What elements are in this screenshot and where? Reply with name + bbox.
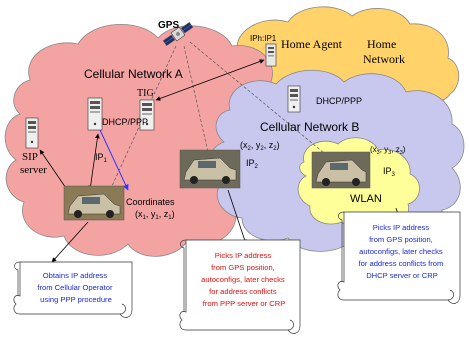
dhcp-server-a-icon [87, 97, 103, 131]
coordinates-b: (x2, y2, z2) [240, 140, 280, 152]
cellular-network-b-label: Cellular Network B [260, 120, 359, 134]
sip-server-icon [25, 117, 39, 149]
ipha-label: IPh:IP1 [250, 34, 277, 43]
home-network-label-line2: Network [363, 52, 405, 66]
note-right-line1: Picks IP address [373, 223, 430, 232]
car-b-to-middle-note-arrow [227, 189, 247, 245]
note-middle: Picks IP address from GPS position, auto… [179, 239, 301, 334]
svg-text:Picks IP address from GP: Picks IP address from GPS position, auto… [359, 223, 446, 280]
ip3-label: IP3 [383, 166, 396, 178]
cellular-network-a-label: Cellular Network A [84, 67, 183, 81]
car-c-image [311, 151, 371, 189]
note-left: Obtains IP address from Cellular Operato… [13, 261, 133, 318]
home-agent-server-icon [265, 43, 277, 67]
ip1-label: IP1 [95, 152, 108, 164]
car-a-image [63, 185, 125, 221]
dhcp-to-car-link [88, 133, 100, 191]
note-right-line4: for address conflicts from [359, 259, 444, 268]
gps-label: GPS [158, 20, 179, 31]
dhcp-b-label: DHCP/PPP [316, 96, 362, 106]
sip-label-line1: SIP [22, 151, 38, 163]
tig-label: TIG [137, 88, 154, 99]
note-right-line5: DHCP server or CRP [366, 271, 438, 280]
note-middle-line1: Picks IP address [215, 251, 272, 260]
note-left-line3: using PPP procedure [40, 295, 112, 304]
home-agent-label: Home Agent [281, 37, 343, 51]
tig-server-icon [139, 99, 155, 131]
note-right: Picks IP address from GPS position, auto… [337, 211, 461, 304]
note-right-line3: autoconfigs, later checks [359, 247, 443, 256]
note-right-line2: from GPS position, [369, 235, 433, 244]
svg-text:Picks IP address from GP: Picks IP address from GPS position, auto… [201, 251, 287, 308]
home-network-label-line1: Home [367, 37, 396, 51]
sip-label-line2: server [20, 164, 47, 176]
car-b-image [179, 149, 241, 189]
note-middle-line5: from PPP server or CRP [203, 299, 286, 308]
wlan-label: WLAN [350, 193, 382, 205]
ip2-label: IP2 [246, 158, 259, 170]
tig-to-car-link [99, 129, 129, 191]
note-middle-line3: autoconfigs, later checks [201, 275, 285, 284]
note-left-line2: from Cellular Operator [37, 283, 113, 292]
dhcp-a-label: DHCP/PPP [102, 117, 148, 127]
coordinates-a: (x1, y1, z1) [135, 209, 175, 221]
dhcp-server-b-icon [287, 85, 301, 113]
note-middle-line4: for address conflicts [209, 287, 277, 296]
svg-text:Obtains IP address from: Obtains IP address from Cellular Operato… [37, 271, 114, 304]
car-a-to-left-note-arrow [51, 221, 89, 263]
note-middle-line2: from GPS position, [211, 263, 275, 272]
tig-to-home-link [155, 59, 265, 101]
note-left-line1: Obtains IP address [43, 271, 108, 280]
coordinates-title: Coordinates [126, 197, 175, 207]
coordinates-c: (x3, y3, z3) [370, 145, 406, 156]
satellite-icon [162, 22, 194, 46]
